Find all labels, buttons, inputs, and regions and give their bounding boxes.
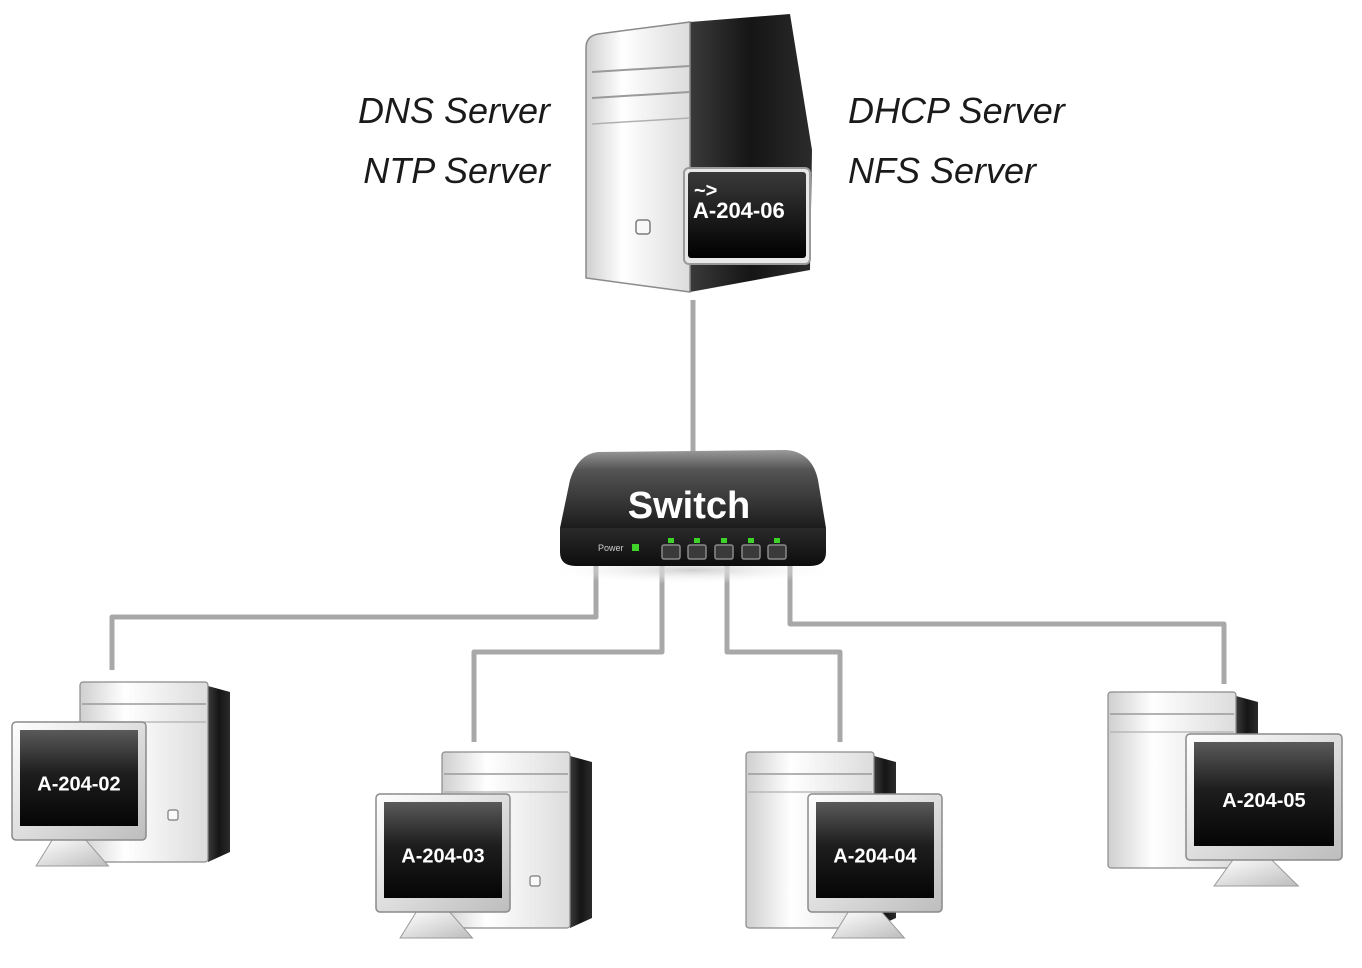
tower-side <box>570 756 592 928</box>
monitor-screen <box>384 802 502 898</box>
monitor-screen <box>1194 742 1334 846</box>
network-switch: Switch Power <box>542 450 842 584</box>
power-button-icon <box>635 219 651 235</box>
power-button-icon <box>529 875 541 887</box>
power-button-icon <box>167 809 179 821</box>
server-front-panel <box>585 21 691 293</box>
client-hostname: A-204-04 <box>833 845 917 867</box>
ethernet-port-icon <box>767 544 787 560</box>
server-tower: ~> A-204-06 <box>585 14 812 293</box>
workstation: A-204-03 <box>375 751 592 939</box>
service-dns-label: DNS Server <box>357 90 550 131</box>
server-hostname: A-204-06 <box>693 198 785 223</box>
client-hostname: A-204-03 <box>401 845 484 867</box>
cable-switch-a-204-05 <box>787 565 1227 684</box>
ethernet-port-icon <box>687 544 707 560</box>
cable-switch-a-204-02 <box>109 565 599 670</box>
ethernet-port-icon <box>741 544 761 560</box>
client-workstations: A-204-02A-204-03 A-204-04 A-204-05 <box>11 681 1343 939</box>
terminal-badge: ~> A-204-06 <box>683 167 811 265</box>
cable-switch-a-204-04 <box>724 565 843 742</box>
client-hostname: A-204-02 <box>37 773 120 795</box>
switch-ports <box>661 538 787 560</box>
switch-top <box>560 450 826 528</box>
switch-label: Switch <box>628 485 750 527</box>
cable-switch-a-204-03 <box>471 565 665 742</box>
terminal-prompt: ~> <box>694 180 717 202</box>
port-led-icon <box>668 538 674 543</box>
tower-side <box>208 686 230 862</box>
workstation: A-204-04 <box>745 751 943 939</box>
port-led-icon <box>694 538 700 543</box>
port-led-icon <box>721 538 727 543</box>
network-cables <box>109 300 1227 742</box>
power-led-icon <box>632 544 639 551</box>
monitor-screen <box>816 802 934 898</box>
service-dhcp-label: DHCP Server <box>848 90 1065 131</box>
monitor-screen <box>20 730 138 826</box>
port-led-icon <box>748 538 754 543</box>
workstation: A-204-05 <box>1107 691 1343 887</box>
ethernet-port-icon <box>661 544 681 560</box>
service-nfs-label: NFS Server <box>848 150 1037 191</box>
service-ntp-label: NTP Server <box>363 150 550 191</box>
ethernet-port-icon <box>714 544 734 560</box>
workstation: A-204-02 <box>11 681 230 867</box>
port-led-icon <box>774 538 780 543</box>
client-hostname: A-204-05 <box>1222 790 1305 812</box>
switch-power-label: Power <box>598 543 624 553</box>
